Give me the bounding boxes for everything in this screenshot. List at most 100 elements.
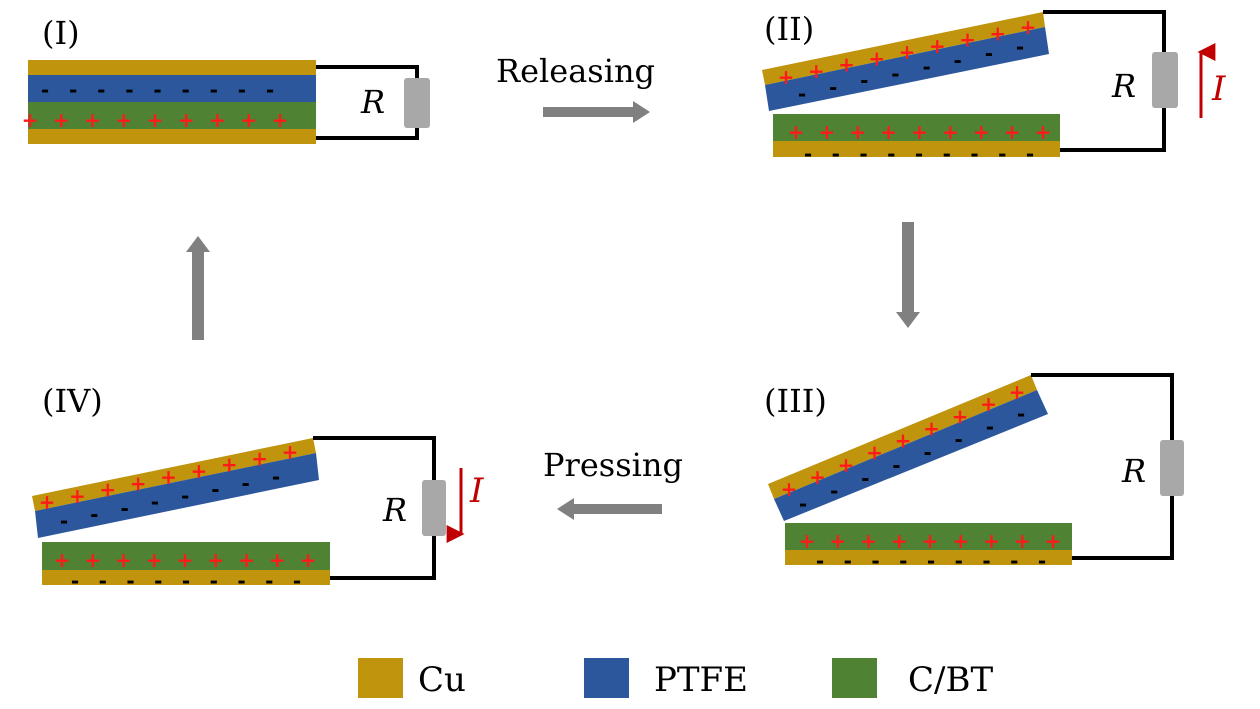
stage-4-bottom-positive-charges-mark: +	[269, 548, 286, 572]
stage-2-wire	[1043, 10, 1166, 152]
stage-3-positive-charges-mark: +	[952, 404, 969, 428]
stage-2-positive-charges-mark: +	[838, 53, 855, 77]
stage-2-bottom-negative-charges-mark: -	[887, 142, 895, 166]
stage-3-positive-charges-mark: +	[809, 465, 826, 489]
stage-2: (II) +++++++++ -------- +++++++++ ------…	[762, 10, 1226, 166]
stage-1-positive-charges-mark: +	[53, 108, 70, 132]
stage-3-negative-charges-mark: -	[830, 479, 838, 503]
stage-1-negative-charges-mark: -	[41, 78, 49, 102]
stage-2-positive-charges-mark: +	[1020, 15, 1037, 39]
stage-2-negative-charges: --------	[798, 35, 1024, 106]
stage-4-positive-charges-mark: +	[160, 465, 177, 489]
stage-3-positive-charges-mark: +	[980, 392, 997, 416]
stage-4-bottom-negative-charges-mark: -	[126, 569, 134, 593]
legend-item-cu: Cu	[358, 658, 466, 700]
stage-1-negative-charges: ---------	[41, 78, 274, 102]
stage-1-top-cu-layer	[28, 60, 316, 75]
stage-4-bottom-positive-charges-mark: +	[238, 548, 255, 572]
stage-2-bottom-negative-charges: ---------	[804, 142, 1034, 166]
stage-1-resistor	[404, 78, 430, 128]
stage-2-bottom-negative-charges-mark: -	[998, 142, 1006, 166]
stage-4-positive-charges-mark: +	[130, 471, 147, 495]
stage-3: (III) +++++++++ -------- +++++++++ -----…	[764, 373, 1184, 573]
stage-4-bottom-positive-charges: +++++++++	[54, 548, 317, 572]
stage-2-bottom-negative-charges-mark: -	[970, 142, 978, 166]
stage-4-negative-charges-mark: -	[242, 471, 250, 495]
stage-3-bottom-negative-charges-mark: -	[927, 549, 935, 573]
stage-3-bottom-positive-charges-mark: +	[1014, 529, 1031, 553]
stage-4-positive-charges-mark: +	[99, 478, 116, 502]
stage-1-negative-charges-mark: -	[266, 78, 274, 102]
stage-2-bottom-positive-charges-mark: +	[788, 120, 805, 144]
stage-3-positive-charges-mark: +	[866, 441, 883, 465]
transition-arrow-up	[186, 236, 210, 340]
stage-3-negative-charges-mark: -	[861, 466, 869, 490]
stage-1-label: (I)	[42, 14, 80, 52]
stage-2-negative-charges-mark: -	[798, 82, 806, 106]
legend-swatch-cbt	[832, 658, 877, 698]
stage-2-bottom-positive-charges-mark: +	[1035, 120, 1052, 144]
stage-2-negative-charges-mark: -	[954, 48, 962, 72]
stage-2-cbt-layer	[773, 114, 1060, 141]
stage-4-bottom-negative-charges-mark: -	[99, 569, 107, 593]
stage-4-negative-charges-mark: -	[151, 490, 159, 514]
stage-1-ptfe-layer	[28, 75, 316, 102]
stage-4-bottom-positive-charges-mark: +	[115, 548, 132, 572]
stage-3-bottom-negative-charges-mark: -	[871, 549, 879, 573]
stage-2-resistor	[1152, 52, 1178, 108]
stage-3-bottom-positive-charges-mark: +	[799, 529, 816, 553]
stage-4-negative-charges-mark: -	[60, 509, 68, 533]
stage-3-positive-charges-mark: +	[838, 453, 855, 477]
stage-4-bottom-negative-charges-mark: -	[293, 569, 301, 593]
stage-3-bottom-negative-charges-mark: -	[1010, 549, 1018, 573]
stage-4-positive-charges-mark: +	[221, 453, 238, 477]
transition-arrow-down	[896, 222, 920, 328]
legend-swatch-ptfe	[584, 658, 629, 698]
stage-4-bottom-positive-charges-mark: +	[54, 548, 71, 572]
legend: Cu PTFE C/BT	[358, 658, 993, 700]
stage-3-bottom-negative-charges-mark: -	[816, 549, 824, 573]
stage-1-negative-charges-mark: -	[69, 78, 77, 102]
stage-3-bottom-positive-charges-mark: +	[983, 529, 1000, 553]
stage-2-bottom-negative-charges-mark: -	[832, 142, 840, 166]
releasing-label: Releasing	[496, 52, 655, 90]
stage-1-positive-charges-mark: +	[272, 108, 289, 132]
stage-3-positive-charges-mark: +	[895, 429, 912, 453]
stage-1-positive-charges-mark: +	[84, 108, 101, 132]
stage-2-negative-charges-mark: -	[985, 42, 993, 66]
stage-3-bottom-positive-charges: +++++++++	[799, 529, 1062, 553]
stage-2-bottom-negative-charges-mark: -	[804, 142, 812, 166]
stage-4-bottom-positive-charges-mark: +	[207, 548, 224, 572]
stage-2-bottom-negative-charges-mark: -	[943, 142, 951, 166]
stage-3-positive-charges-mark: +	[1009, 380, 1026, 404]
stage-2-current-label: I	[1211, 69, 1226, 109]
stage-4-bottom-negative-charges: ---------	[71, 569, 301, 593]
stage-4-positive-charges-mark: +	[191, 459, 208, 483]
stage-2-negative-charges-mark: -	[829, 75, 837, 99]
stage-1-negative-charges-mark: -	[97, 78, 105, 102]
stage-3-ptfe-layer	[774, 390, 1048, 521]
pressing-label: Pressing	[543, 446, 683, 484]
pressing-transition: Pressing	[543, 446, 683, 520]
stage-4-positive-charges-mark: +	[251, 446, 268, 470]
stage-1-positive-charges-mark: +	[147, 108, 164, 132]
stage-2-negative-charges-mark: -	[891, 62, 899, 86]
stage-1-positive-charges-mark: +	[178, 108, 195, 132]
stage-2-bottom-positive-charges-mark: +	[1004, 120, 1021, 144]
stage-2-bottom-positive-charges-mark: +	[942, 120, 959, 144]
stage-4-bottom-positive-charges-mark: +	[300, 548, 317, 572]
stage-4-negative-charges: --------	[60, 465, 280, 533]
stage-3-positive-charges-mark: +	[923, 416, 940, 440]
stage-2-positive-charges-mark: +	[868, 46, 885, 70]
stage-3-top-cu-layer	[768, 375, 1037, 499]
stage-3-negative-charges-mark: -	[892, 453, 900, 477]
stage-3-cbt-layer	[785, 523, 1072, 550]
stage-4-ptfe-layer	[35, 453, 319, 538]
stage-2-bottom-negative-charges-mark: -	[859, 142, 867, 166]
stage-2-negative-charges-mark: -	[1016, 35, 1024, 59]
stage-2-bottom-positive-charges-mark: +	[911, 120, 928, 144]
stage-1-negative-charges-mark: -	[238, 78, 246, 102]
stage-3-label: (III)	[764, 382, 827, 420]
stage-2-positive-charges-mark: +	[989, 21, 1006, 45]
stage-4-bottom-positive-charges-mark: +	[177, 548, 194, 572]
